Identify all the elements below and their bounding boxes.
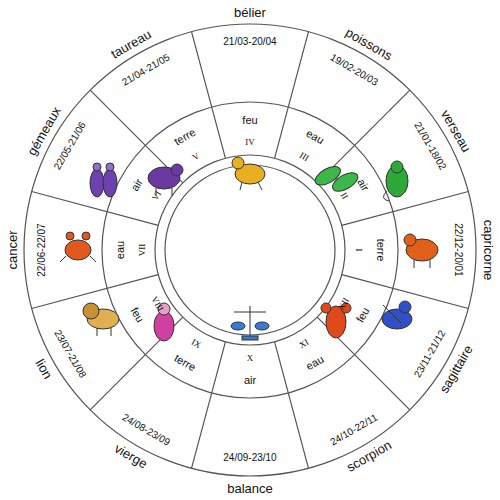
element-name: feu bbox=[242, 115, 257, 126]
element-name: terre bbox=[375, 239, 386, 262]
house-number: I bbox=[354, 249, 363, 252]
element-name: eau bbox=[304, 128, 325, 147]
element-name: eau bbox=[115, 241, 126, 259]
date-range: 22/05-21/06 bbox=[52, 120, 87, 171]
sign-name: vierge bbox=[112, 442, 149, 471]
element-name: air bbox=[244, 375, 256, 386]
sign-name: taureau bbox=[109, 27, 154, 60]
house-number: IV bbox=[245, 138, 255, 147]
element-name: terre bbox=[172, 352, 197, 373]
element-name: eau bbox=[304, 353, 325, 372]
element-name: air bbox=[130, 177, 146, 193]
house-number: XI bbox=[298, 337, 311, 350]
house-number: X bbox=[247, 354, 254, 363]
date-range: 24/10-22/11 bbox=[329, 413, 380, 448]
sign-name: cancer bbox=[6, 230, 19, 269]
date-range: 22/06-22/07 bbox=[37, 223, 47, 276]
house-number: VII bbox=[138, 244, 147, 257]
house-number: V bbox=[191, 151, 201, 162]
house-number: III bbox=[298, 150, 310, 162]
house-number: IX bbox=[190, 337, 203, 350]
date-range: 21/03-20/04 bbox=[223, 37, 276, 47]
date-range: 21/04-21/05 bbox=[120, 52, 171, 87]
date-range: 22/12-20/01 bbox=[453, 223, 463, 276]
date-range: 19/02-20/03 bbox=[328, 52, 379, 87]
date-range: 24/09-23/10 bbox=[223, 453, 276, 463]
sign-name: sagittaire bbox=[437, 343, 475, 395]
date-range: 23/07-21/08 bbox=[52, 328, 87, 379]
house-number: II bbox=[338, 191, 349, 201]
sign-name: capricorne bbox=[482, 220, 495, 281]
date-range: 23/11-21/12 bbox=[413, 329, 448, 380]
house-number: VI bbox=[150, 190, 163, 203]
sign-name: balance bbox=[227, 482, 273, 495]
sign-name: bélier bbox=[234, 6, 266, 19]
element-name: feu bbox=[354, 306, 371, 325]
date-range: 24/08-23/09 bbox=[120, 412, 171, 447]
sign-name: verseau bbox=[439, 108, 473, 155]
element-name: feu bbox=[129, 306, 146, 325]
sign-name: scorpion bbox=[344, 438, 393, 474]
sign-name: lion bbox=[33, 357, 54, 381]
element-name: terre bbox=[172, 127, 197, 148]
date-range: 21/01-18/02 bbox=[412, 120, 447, 171]
sign-name: poissons bbox=[344, 25, 395, 62]
